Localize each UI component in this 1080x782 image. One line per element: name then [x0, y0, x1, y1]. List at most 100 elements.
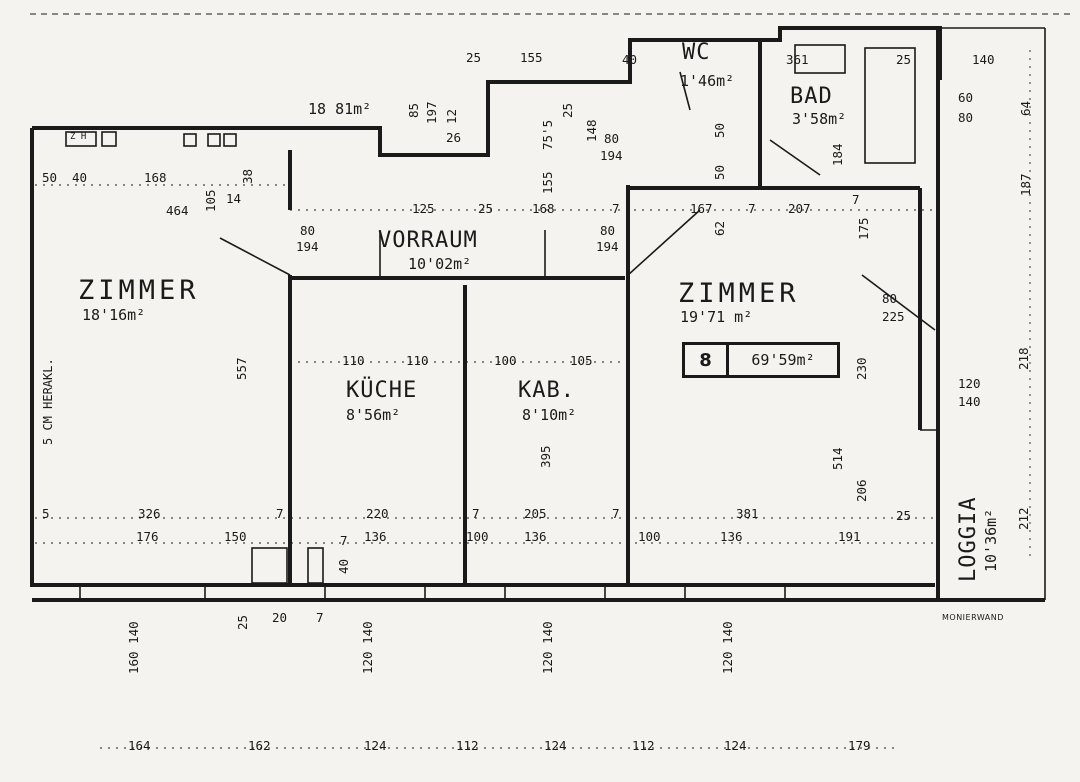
dim-label: 7 — [276, 506, 284, 521]
dim-label: 176 — [136, 529, 159, 544]
dim-label: 40 — [72, 170, 88, 185]
dim-label: 120 — [958, 376, 981, 391]
window-dim: 160 140 — [126, 621, 141, 674]
dim-label: 218 — [1016, 347, 1031, 370]
dim-label: 124 — [724, 738, 747, 753]
door-dim: 80 — [882, 291, 898, 306]
top-area-label: 18 81m² — [308, 100, 372, 118]
dim-label: 40 — [336, 558, 351, 574]
dim-label: 7 — [612, 506, 620, 521]
dim-label: 25 — [235, 614, 250, 630]
dim-label: 395 — [538, 445, 553, 468]
unit-badge: 8 69'59m² — [682, 342, 840, 378]
dim-label: 381 — [736, 506, 759, 521]
dim-label: 168 — [144, 170, 167, 185]
dim-label: 205 — [524, 506, 547, 521]
room-name-vorraum: VORRAUM — [378, 228, 478, 253]
window-dim: 120 140 — [360, 621, 375, 674]
dim-label: 155 — [540, 171, 555, 194]
unit-area: 69'59m² — [751, 351, 815, 369]
dim-label: 197 — [424, 101, 439, 124]
dim-label: 150 — [224, 529, 247, 544]
door-dim: 194 — [296, 239, 319, 254]
dim-label: 100 — [638, 529, 661, 544]
dim-label: 155 — [520, 50, 543, 65]
dim-label: 140 — [972, 52, 995, 67]
dim-label: 50 — [712, 122, 727, 138]
dim-label: 100 — [466, 529, 489, 544]
room-name-loggia: LOGGIA — [956, 496, 981, 582]
room-area-vorraum: 10'02m² — [408, 255, 472, 273]
dim-label: 7 — [316, 610, 324, 625]
dim-label: 557 — [234, 357, 249, 380]
door-dim: 80 — [300, 223, 316, 238]
dim-label: 112 — [632, 738, 655, 753]
dim-label: 207 — [788, 201, 811, 216]
dim-label: 124 — [364, 738, 387, 753]
dim-label: 25 — [896, 508, 912, 523]
dim-label: 7 — [748, 201, 756, 216]
dim-label: 179 — [848, 738, 871, 753]
door-dim: 225 — [882, 309, 905, 324]
dim-label: 7 — [472, 506, 480, 521]
room-name-bad: BAD — [790, 84, 833, 109]
room-area-zimmer-left: 18'16m² — [82, 306, 146, 324]
dim-label: 361 — [786, 52, 809, 67]
dim-label: 110 — [406, 353, 429, 368]
dim-label: 25 — [896, 52, 912, 67]
dim-label: 7 — [340, 533, 348, 548]
dim-label: 191 — [838, 529, 861, 544]
dim-label: 162 — [248, 738, 271, 753]
door-dim: 194 — [596, 239, 619, 254]
dim-label: 7 — [612, 201, 620, 216]
dim-label: 124 — [544, 738, 567, 753]
dim-label: 75'5 — [540, 119, 555, 150]
dim-label: 464 — [166, 203, 189, 218]
dim-label: 50 — [42, 170, 58, 185]
window-dim: 120 140 — [540, 621, 555, 674]
door-dim: 80 — [600, 223, 616, 238]
room-area-bad: 3'58m² — [792, 110, 847, 128]
dim-label: 220 — [366, 506, 389, 521]
dim-label: 12 — [444, 108, 459, 124]
dim-label: 25 — [478, 201, 494, 216]
dim-label: 105 — [570, 353, 593, 368]
dim-label: 40 — [622, 52, 638, 67]
dim-label: 50 — [712, 164, 727, 180]
dim-label: 100 — [494, 353, 517, 368]
dim-label: 148 — [584, 119, 599, 142]
dim-label: 167 — [690, 201, 713, 216]
room-area-kab: 8'10m² — [522, 406, 577, 424]
dim-label: 62 — [712, 220, 727, 236]
dim-label: 80 — [958, 110, 974, 125]
dim-label: 140 — [958, 394, 981, 409]
room-name-zimmer-right: ZIMMER — [678, 278, 800, 309]
dim-label: 25 — [466, 50, 482, 65]
wall-note-zh: Z H — [70, 132, 87, 142]
dim-label: 110 — [342, 353, 365, 368]
room-area-zimmer-right: 19'71 m² — [680, 308, 753, 326]
door-dim: 80 — [604, 131, 620, 146]
dim-label: 136 — [524, 529, 547, 544]
dim-label: 326 — [138, 506, 161, 521]
dim-label: 136 — [364, 529, 387, 544]
wall-note-monierwand: MONIERWAND — [942, 613, 1004, 622]
dim-label: 136 — [720, 529, 743, 544]
dim-label: 212 — [1016, 507, 1031, 530]
room-area-wc: 1'46m² — [680, 72, 735, 90]
room-area-kueche: 8'56m² — [346, 406, 401, 424]
room-name-kueche: KÜCHE — [346, 378, 418, 403]
room-area-loggia: 10'36m² — [982, 508, 1000, 572]
dim-label: 25 — [560, 102, 575, 118]
room-name-wc: WC — [682, 40, 711, 65]
dim-label: 184 — [830, 143, 845, 166]
room-name-kab: KAB. — [518, 378, 575, 403]
wall-note-heraklith: 5 CM HERAKL. — [41, 358, 55, 445]
dim-label: 168 — [532, 201, 555, 216]
dim-label: 26 — [446, 130, 462, 145]
dim-label: 20 — [272, 610, 288, 625]
dim-label: 5 — [42, 506, 50, 521]
dim-label: 38 — [240, 168, 255, 184]
dim-label: 164 — [128, 738, 151, 753]
unit-number: 8 — [685, 345, 729, 375]
